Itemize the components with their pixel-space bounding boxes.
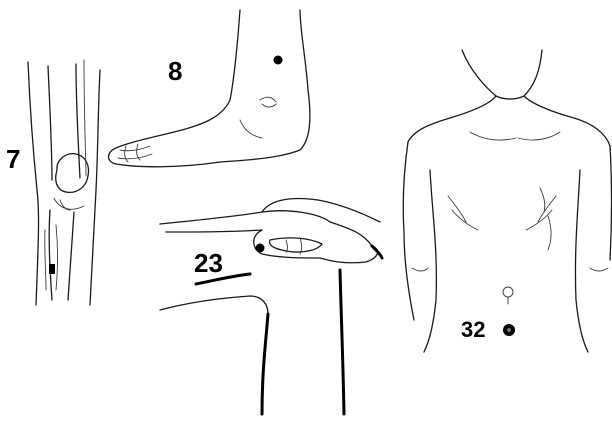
- knee-figure: [28, 60, 100, 305]
- knee-point-label: 7: [6, 146, 20, 172]
- knee-point-marker: [49, 264, 55, 274]
- ankle-point-label: 8: [168, 58, 182, 84]
- torso-figure: [403, 50, 611, 352]
- hand-figure: [160, 199, 382, 415]
- abdomen-point-marker: [503, 324, 515, 336]
- hand-point-label: 23: [194, 250, 223, 276]
- hand-point-marker: [256, 244, 265, 253]
- abdomen-point-label: 32: [461, 319, 485, 341]
- ankle-point-marker: [274, 56, 283, 65]
- foot-figure: [109, 10, 310, 167]
